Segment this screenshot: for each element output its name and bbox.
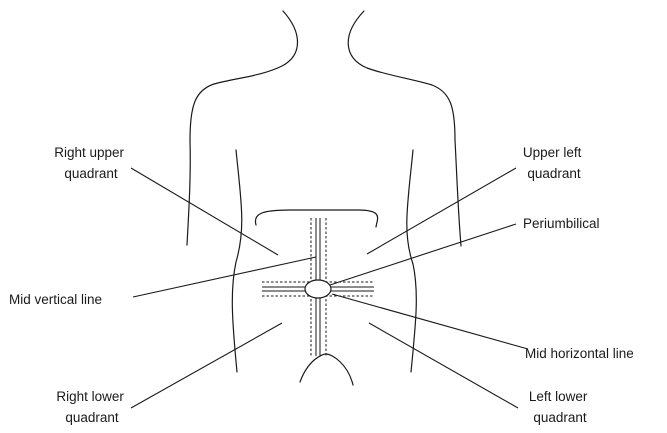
leader-upper-left [367, 168, 516, 254]
neck-left-outline [190, 11, 298, 140]
leader-right-lower [131, 323, 282, 408]
right-arm-outline [455, 140, 461, 246]
label-left-lower-quadrant: Left lower quadrant [529, 389, 591, 425]
label-right-upper-quadrant: Right upper quadrant [54, 145, 128, 181]
leader-left-lower [369, 323, 518, 408]
left-arm-outline [187, 140, 190, 245]
leader-right-upper [131, 168, 278, 255]
groin-outline [300, 354, 353, 385]
label-right-lower-quadrant: Right lower quadrant [56, 389, 127, 425]
umbilicus-ellipse [305, 280, 331, 298]
label-mid-vertical-line: Mid vertical line [9, 292, 102, 307]
rib-margin-bracket [255, 210, 377, 227]
left-flank-outline [232, 150, 241, 372]
label-periumbilical: Periumbilical [523, 216, 600, 231]
label-mid-horizontal-line: Mid horizontal line [525, 346, 634, 361]
leader-mid-horizontal [332, 294, 528, 349]
label-upper-left-quadrant: Upper left quadrant [523, 145, 585, 181]
neck-right-outline [348, 11, 455, 140]
torso-outline [187, 11, 461, 385]
leader-periumbilical [330, 224, 516, 285]
right-flank-outline [407, 150, 417, 372]
